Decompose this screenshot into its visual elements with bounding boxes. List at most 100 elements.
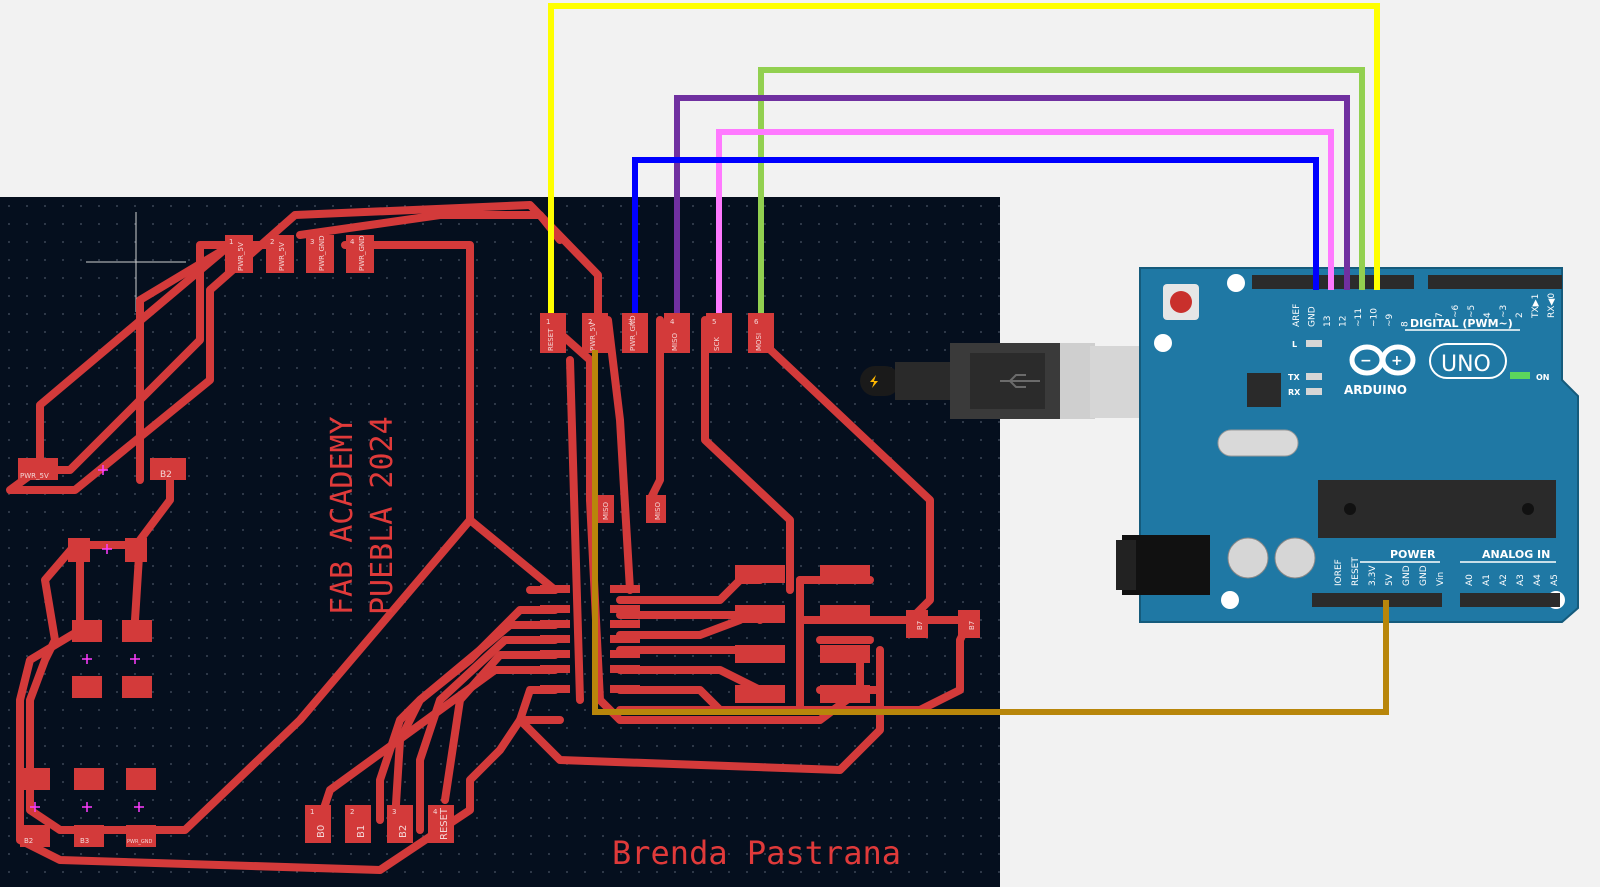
pad-miso-2: MISO xyxy=(646,495,666,523)
analog-pin-label-3: A3 xyxy=(1516,574,1526,586)
pad-pwrgnd: PWR_GND xyxy=(126,825,156,847)
arduino-analog-label: ANALOG IN xyxy=(1482,548,1550,561)
digital-pin-label-0: AREF xyxy=(1292,304,1302,327)
header-pin-6-num: 6 xyxy=(754,318,759,326)
bottom-pin-3: B2 3 xyxy=(387,805,413,843)
wire-miso-to-d12[interactable] xyxy=(674,95,1350,313)
header-pin-5-num: 5 xyxy=(712,318,716,326)
bottom-pin-4-label: RESET xyxy=(439,807,450,840)
header-pin-6: MOSI 6 xyxy=(748,313,774,353)
pad-miso-2-label: MISO xyxy=(654,501,662,520)
digital-pin-label-6: ~9 xyxy=(1385,313,1395,327)
wire-reset-to-d10[interactable] xyxy=(548,3,1380,313)
arduino-l-label: L xyxy=(1292,340,1297,349)
pad-b2: B2 xyxy=(150,458,186,480)
digital-pin-label-13: 2 xyxy=(1515,312,1525,318)
arduino-power-label: POWER xyxy=(1390,548,1436,561)
wire-sck-to-d13[interactable] xyxy=(716,129,1334,313)
svg-text:+: + xyxy=(1391,353,1403,369)
pad-b3: B2 xyxy=(20,825,50,847)
arduino-board: − + ARDUINO UNO ON L TX RX DIGITAL (PWM~… xyxy=(1116,267,1579,623)
header-pin-2: PWR_5V 2 xyxy=(582,313,608,353)
pad-b7-b-label: B7 xyxy=(968,621,976,630)
digital-header-right xyxy=(1428,275,1562,289)
bottom-pin-2-label: B1 xyxy=(356,825,367,838)
top-pad-1: PWR_5V 1 xyxy=(225,235,253,273)
arduino-model: UNO xyxy=(1441,352,1491,377)
wire-mosi-to-d11[interactable] xyxy=(758,67,1365,313)
digital-pin-label-8: 7 xyxy=(1435,312,1445,318)
power-pin-label-6: Vin xyxy=(1436,572,1446,586)
ic-pads xyxy=(540,565,870,703)
power-pin-label-1: RESET xyxy=(1351,557,1361,586)
digital-pin-label-12: ~3 xyxy=(1499,305,1509,318)
jumper-wires xyxy=(548,3,1389,715)
analog-header xyxy=(1460,593,1560,607)
analog-pin-label-2: A2 xyxy=(1499,574,1509,586)
arduino-digital-label: DIGITAL (PWM~) xyxy=(1410,317,1513,330)
power-pin-label-0: IOREF xyxy=(1334,559,1344,586)
pad-b7-a: B7 xyxy=(906,610,928,638)
bottom-pins: B0 1 B1 2 B2 3 RESET 4 xyxy=(305,805,454,843)
arduino-on-label: ON xyxy=(1536,373,1550,382)
analog-pin-label-1: A1 xyxy=(1482,574,1492,586)
pad-b7-a-label: B7 xyxy=(916,621,924,630)
bottom-pin-2-num: 2 xyxy=(350,808,354,816)
pad-b7-b: B7 xyxy=(958,610,980,638)
header-pin-1-label: RESET xyxy=(547,328,555,351)
header-pin-6-label: MOSI xyxy=(755,333,763,351)
header-pin-4-label: MISO xyxy=(671,332,679,351)
pad-miso-1: MISO xyxy=(594,495,614,523)
bottom-pin-4-num: 4 xyxy=(433,808,438,816)
digital-pin-label-14: TX▶1 xyxy=(1531,294,1541,319)
wire-gnd-to-gnd[interactable] xyxy=(632,157,1319,313)
digital-pin-label-5: ~10 xyxy=(1370,308,1380,327)
top-pad-2-num: 2 xyxy=(270,238,274,246)
header-pin-4: MISO 4 xyxy=(664,313,690,353)
power-pin-label-4: GND xyxy=(1402,565,1412,586)
pad-pwr5v: PWR_5V xyxy=(18,458,58,480)
usb-icon xyxy=(1000,374,1040,388)
header-pin-3-num: 3 xyxy=(628,318,632,326)
top-pad-3: PWR_GND 3 xyxy=(306,235,334,273)
top-pad-2: PWR_5V 2 xyxy=(266,235,294,273)
arduino-logo-icon xyxy=(1349,344,1416,376)
digital-pin-label-15: RX◀0 xyxy=(1547,293,1557,318)
pad-pwrgnd-label: PWR_GND xyxy=(127,839,153,845)
bottom-pin-3-num: 3 xyxy=(392,808,396,816)
digital-pin-label-7: 8 xyxy=(1401,321,1411,327)
bottom-pin-1-num: 1 xyxy=(310,808,314,816)
wire-5v-to-5v[interactable] xyxy=(592,350,1389,715)
digital-pin-label-1: GND xyxy=(1308,306,1318,327)
top-pad-4-label: PWR_GND xyxy=(358,235,366,271)
bottom-pin-1: B0 1 xyxy=(305,805,331,843)
top-pad-1-num: 1 xyxy=(229,238,233,246)
svg-text:−: − xyxy=(1360,353,1372,369)
digital-pin-label-10: ~5 xyxy=(1467,305,1477,318)
bottom-pin-3-label: B2 xyxy=(398,825,409,838)
top-pad-2-label: PWR_5V xyxy=(278,242,286,271)
pcb-title-line2: PUEBLA 2024 xyxy=(365,416,400,615)
power-jack xyxy=(1122,535,1210,595)
analog-pin-label-4: A4 xyxy=(1533,574,1543,586)
header-pin-1: RESET 1 xyxy=(540,313,566,353)
analog-pin-label-0: A0 xyxy=(1465,574,1475,586)
power-pin-label-5: GND xyxy=(1419,565,1429,586)
header-pin-3: PWR_GND 3 xyxy=(622,313,648,353)
header-pin-2-label: PWR_5V xyxy=(589,322,597,351)
header-pin-4-num: 4 xyxy=(670,318,675,326)
atmega-chip xyxy=(1318,480,1556,538)
header-pins: RESET 1 PWR_5V 2 PWR_GND 3 MISO 4 SCK 5 … xyxy=(540,313,774,353)
top-pad-4-num: 4 xyxy=(350,238,355,246)
header-pin-2-num: 2 xyxy=(588,318,592,326)
pad-miso-1-label: MISO xyxy=(602,501,610,520)
origin-markers xyxy=(30,465,144,812)
pcb-title-line1: FAB ACADEMY xyxy=(325,416,360,615)
digital-pin-label-11: 4 xyxy=(1483,312,1493,318)
arduino-tx-label: TX xyxy=(1288,373,1300,382)
power-pin-label-2: 3.3V xyxy=(1368,565,1378,586)
bottom-pin-2: B1 2 xyxy=(345,805,371,843)
header-pin-5: SCK 5 xyxy=(706,313,732,353)
